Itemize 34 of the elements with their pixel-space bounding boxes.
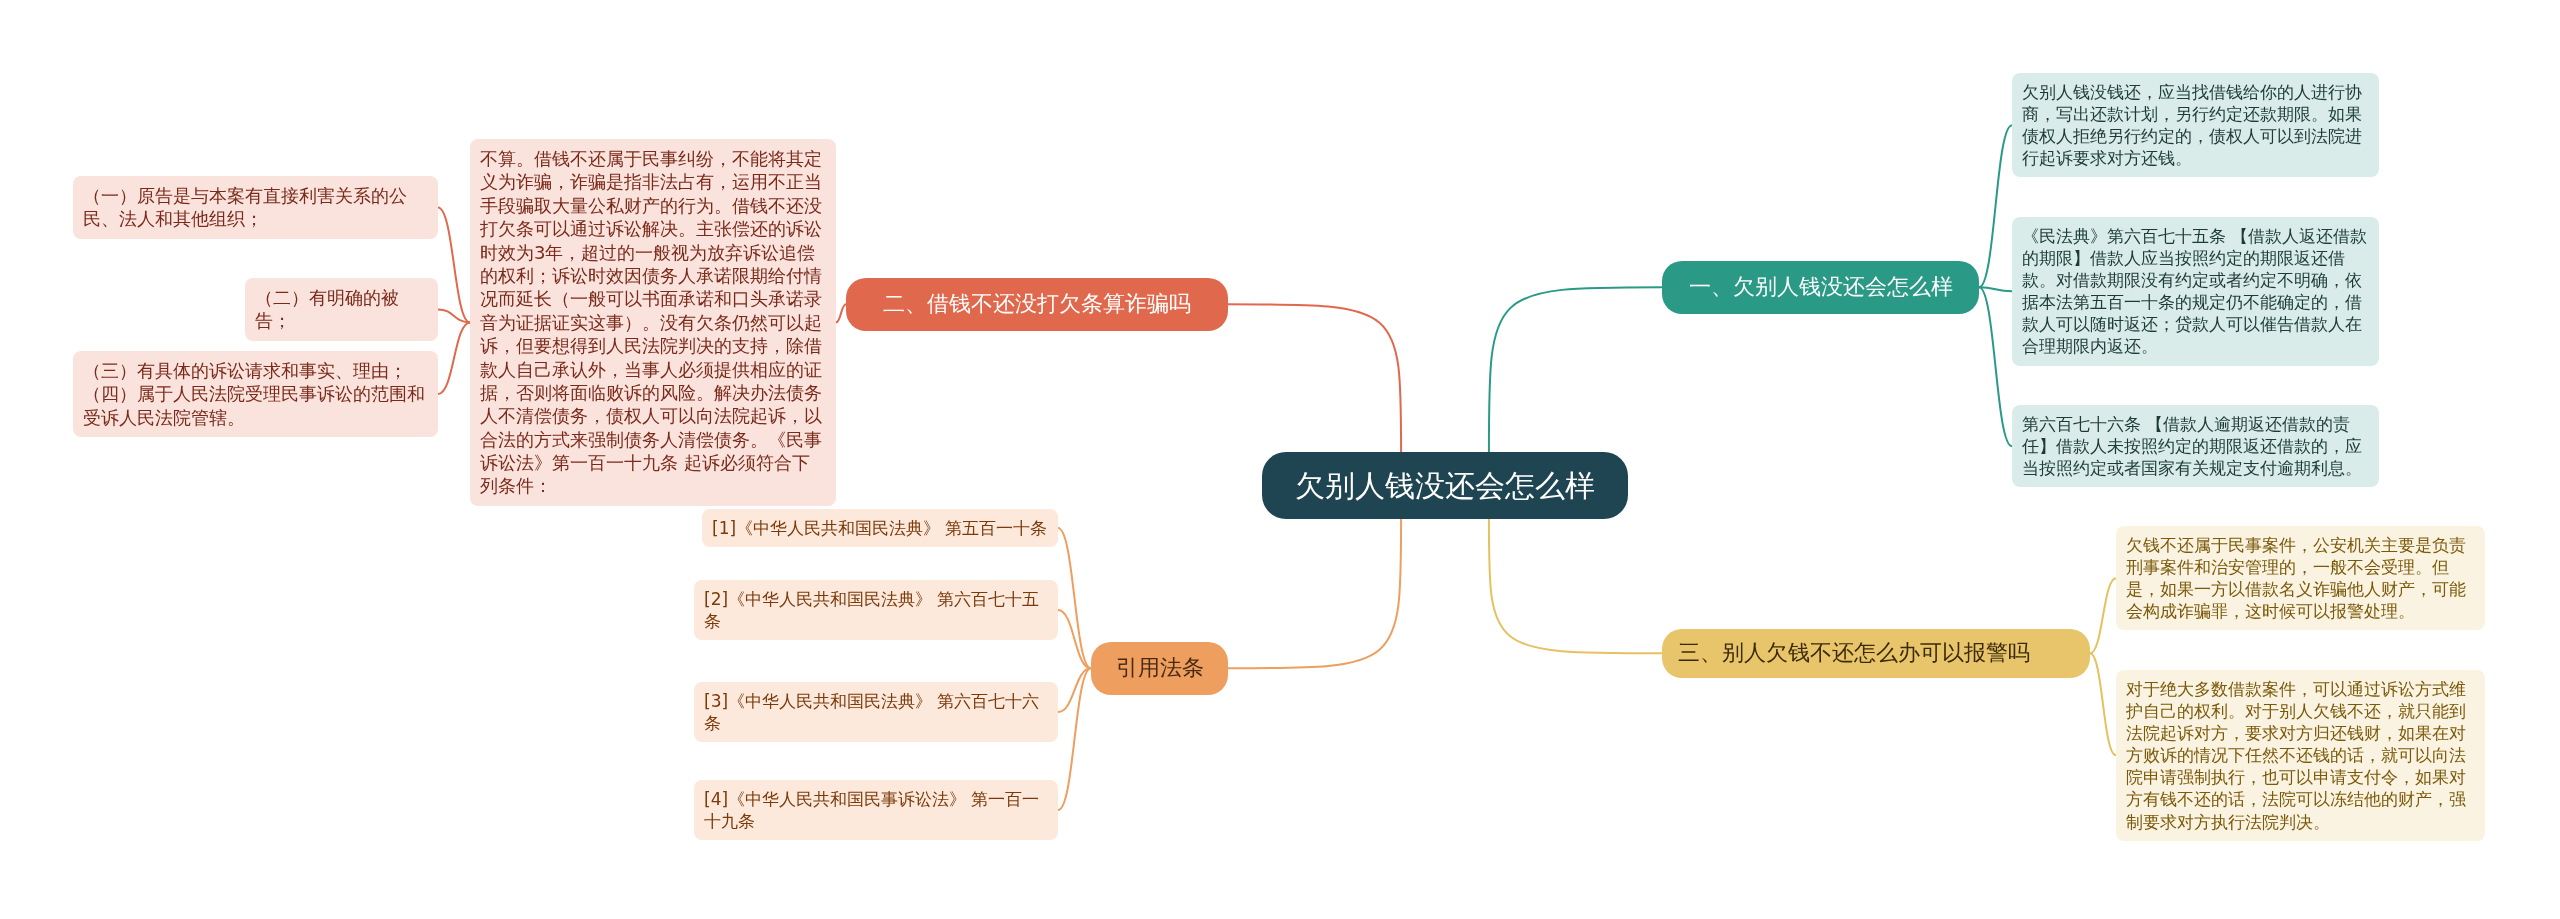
connector-line bbox=[1057, 609, 1092, 670]
leaf-box: [3]《中华人民共和国民法典》 第六百七十六条 bbox=[694, 682, 1058, 743]
connector-line bbox=[2089, 652, 2117, 757]
leaf-box: [2]《中华人民共和国民法典》 第六百七十五条 bbox=[694, 580, 1058, 641]
branch-topic: 三、别人欠钱不还怎么办可以报警吗 bbox=[1662, 629, 2090, 678]
connector-line bbox=[1227, 303, 1403, 453]
branch-topic: 引用法条 bbox=[1091, 642, 1228, 695]
connector-line bbox=[835, 303, 847, 324]
leaf-box: （二）有明确的被告； bbox=[245, 278, 438, 341]
root-topic: 欠别人钱没还会怎么样 bbox=[1262, 452, 1628, 519]
leaf-box: （三）有具体的诉讼请求和事实、理由；（四）属于人民法院受理民事诉讼的范围和受诉人民法院管辖。 bbox=[73, 351, 438, 438]
connector-line bbox=[1057, 667, 1092, 812]
leaf-box: 《民法典》第六百七十五条 【借款人返还借款的期限】借款人应当按照约定的期限返还借款。对借款期限没有约定或者约定不明确，依据本法第五百一十条的规定仍不能确定的，借款人可以随时返还；贷款人可以催告借款人在合理期限内返还。 bbox=[2012, 217, 2379, 366]
connector-line bbox=[1978, 286, 2013, 293]
branch-topic: 二、借钱不还没打欠条算诈骗吗 bbox=[846, 278, 1228, 331]
leaf-box: [4]《中华人民共和国民事诉讼法》 第一百一十九条 bbox=[694, 780, 1058, 841]
leaf-box: [1]《中华人民共和国民法典》 第五百一十条 bbox=[702, 509, 1058, 548]
connector-line bbox=[437, 308, 471, 324]
leaf-box: 欠钱不还属于民事案件，公安机关主要是负责刑事案件和治安管理的，一般不会受理。但是，如果一方以借款名义诈骗他人财产，可能会构成诈骗罪，这时候可以报警处理。 bbox=[2116, 526, 2485, 631]
connector-line bbox=[1487, 286, 1663, 453]
leaf-box: （一）原告是与本案有直接利害关系的公民、法人和其他组织； bbox=[73, 176, 438, 239]
connector-line bbox=[1057, 527, 1092, 670]
connector-line bbox=[437, 206, 471, 324]
connector-line bbox=[437, 321, 471, 396]
leaf-box: 欠别人钱没钱还，应当找借钱给你的人进行协商，写出还款计划，另行约定还款期限。如果债权人拒绝另行约定的，债权人可以到法院进行起诉要求对方还钱。 bbox=[2012, 73, 2379, 178]
branch-topic: 一、欠别人钱没还会怎么样 bbox=[1662, 261, 1979, 314]
connector-line bbox=[1978, 286, 2013, 448]
connector-line bbox=[1227, 518, 1403, 670]
leaf-box: 对于绝大多数借款案件，可以通过诉讼方式维护自己的权利。对于别人欠钱不还，就只能到法院起诉对方，要求对方归还钱财，如果在对方败诉的情况下任然不还钱的话，就可以向法院申请强制执行，也可以申请支付令，如果对方有钱不还的话，法院可以冻结他的财产，强制要求对方执行法院判决。 bbox=[2116, 670, 2485, 841]
leaf-box: 第六百七十六条 【借款人逾期返还借款的责任】借款人未按照约定的期限返还借款的，应当按照约定或者国家有关规定支付逾期利息。 bbox=[2012, 405, 2379, 488]
connector-line bbox=[1487, 518, 1663, 655]
leaf-box: 不算。借钱不还属于民事纠纷，不能将其定义为诈骗，诈骗是指非法占有，运用不正当手段骗取大量公私财产的行为。借钱不还没打欠条可以通过诉讼解决。主张偿还的诉讼时效为3年，超过的一般视为放弃诉讼追偿的权利；诉讼时效因债务人承诺限期给付情况而延长（一般可以书面承诺和口头承诺录音为证据证实这事）。没有欠条仍然可以起诉，但要想得到人民法院判决的支持，除借款人自己承认外，当事人必须提供相应的证据，否则将面临败诉的风险。解决办法债务人不清偿债务，债权人可以向法院起诉，以合法的方式来强制债务人清偿债务。《民事诉讼法》第一百一十九条 起诉必须符合下列条件： bbox=[470, 139, 836, 506]
connector-line bbox=[1978, 124, 2013, 289]
connector-line bbox=[2089, 577, 2117, 655]
